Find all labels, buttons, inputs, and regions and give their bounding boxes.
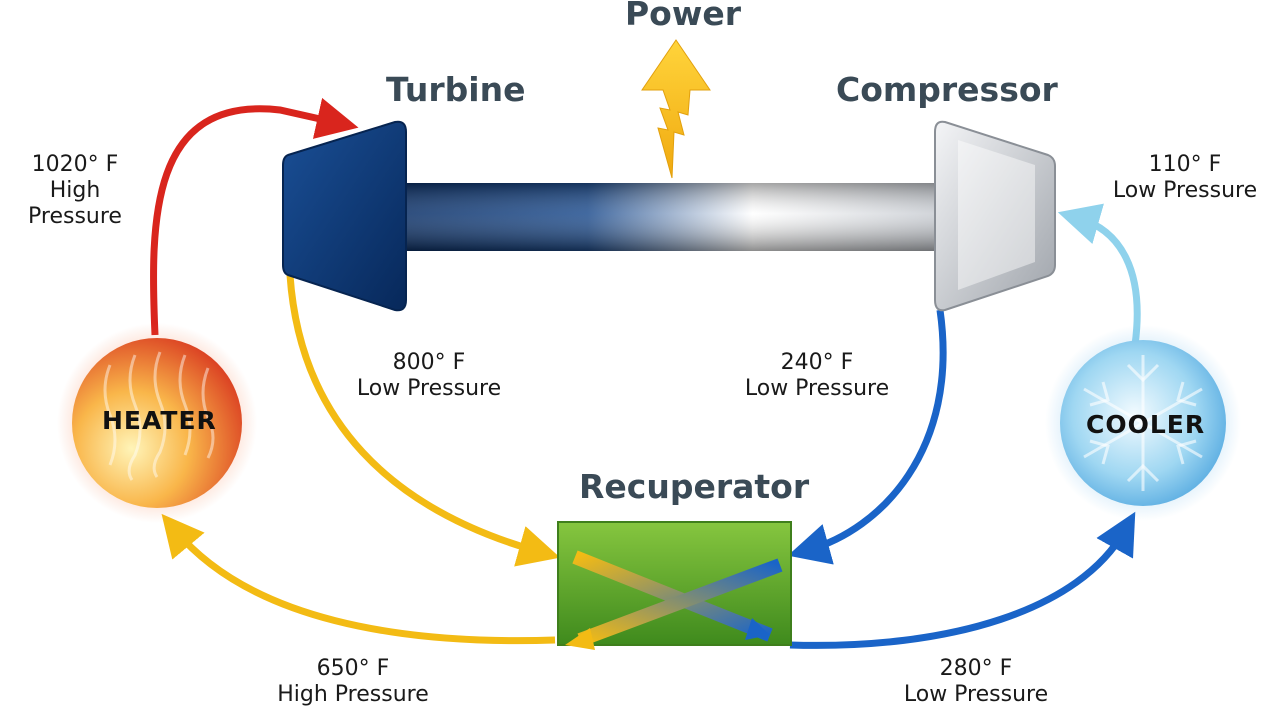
temperature-value: 110° F xyxy=(1148,152,1222,177)
heater xyxy=(57,323,257,523)
flow-cooler-to-compressor-arrow xyxy=(1057,203,1141,346)
pressure-value: High Pressure xyxy=(277,682,429,707)
turbine-title: Turbine xyxy=(386,70,526,109)
flow-label-compressor-to-recuperator: 240° F Low Pressure xyxy=(743,350,891,402)
temperature-value: 240° F xyxy=(780,350,854,375)
flow-recuperator-to-cooler-arrow xyxy=(789,511,1136,649)
flow-recuperator-to-heater-arrow xyxy=(161,513,556,645)
power-bolt-icon xyxy=(641,39,711,179)
shaft xyxy=(395,183,945,251)
flow-heater-to-turbine-arrow xyxy=(150,97,359,336)
temperature-value: 800° F xyxy=(392,350,466,375)
pressure-value: Low Pressure xyxy=(356,376,502,401)
temperature-value: 280° F xyxy=(939,656,1013,681)
flow-label-turbine-to-recuperator: 800° F Low Pressure xyxy=(355,350,503,402)
temperature-value: 650° F xyxy=(316,656,390,681)
pressure-value: Low Pressure xyxy=(903,682,1049,707)
recuperator-arrowhead-left xyxy=(565,628,595,650)
cooler-label: COOLER xyxy=(1086,410,1206,439)
turbine xyxy=(282,120,407,312)
flow-label-recuperator-to-heater: 650° F High Pressure xyxy=(275,656,431,708)
recuperator xyxy=(557,521,792,650)
recuperator-title: Recuperator xyxy=(579,467,810,506)
flow-label-cooler-to-compressor: 110° F Low Pressure xyxy=(1110,152,1260,204)
pressure-value: Low Pressure xyxy=(1112,178,1258,203)
heater-label: HEATER xyxy=(102,406,217,435)
pressure-value: Low Pressure xyxy=(744,376,890,401)
recuperator-arrowhead-right xyxy=(745,618,770,640)
flow-turbine-to-recuperator-arrow xyxy=(286,274,561,567)
cooler xyxy=(1045,325,1241,521)
compressor xyxy=(934,120,1056,312)
flow-compressor-to-recuperator-arrow xyxy=(787,309,947,565)
snowflake-icon xyxy=(1083,355,1203,491)
temperature-value: 1020° F xyxy=(31,152,119,177)
heat-waves-icon xyxy=(103,351,215,481)
flow-label-recuperator-to-cooler: 280° F Low Pressure xyxy=(900,656,1052,708)
power-title: Power xyxy=(625,0,741,33)
flow-label-heater-to-turbine: 1020° F High Pressure xyxy=(0,152,150,230)
pressure-value: High Pressure xyxy=(28,178,122,229)
compressor-title: Compressor xyxy=(836,70,1058,109)
